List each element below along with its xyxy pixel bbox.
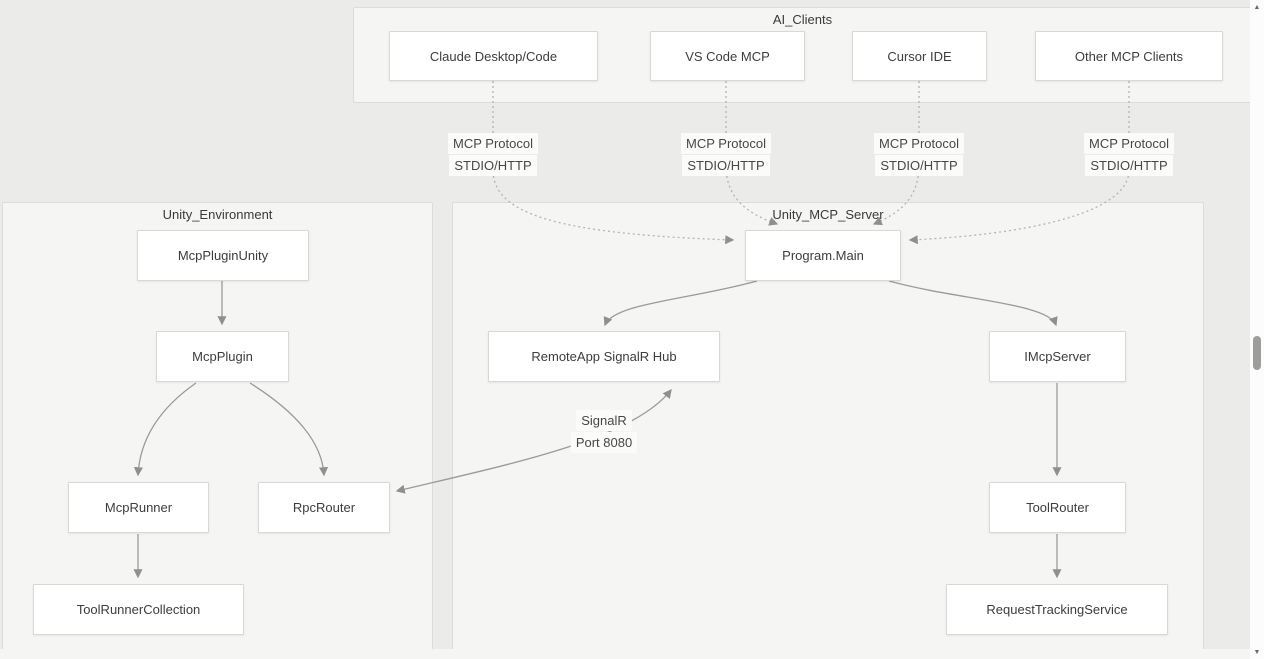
edge-label-signalr-port: SignalR Port 8080 xyxy=(570,410,638,453)
edge-rpcrouter-signalr-remotehub xyxy=(395,388,672,494)
node-label: McpPlugin xyxy=(192,349,253,364)
node-claude-desktop-code: Claude Desktop/Code xyxy=(389,31,598,81)
edge-mcpplugin-to-rpcrouter xyxy=(249,382,329,477)
edge-label-mcp-protocol-4: MCP Protocol STDIO/HTTP xyxy=(1084,133,1174,176)
node-label: Other MCP Clients xyxy=(1074,48,1184,64)
edge-claude-to-programmain xyxy=(492,81,735,245)
node-rpcrouter: RpcRouter xyxy=(258,482,390,533)
diagram-bottom-strip xyxy=(0,649,1250,659)
edge-programmain-to-remotehub xyxy=(603,280,758,327)
edge-label-mcp-protocol-1: MCP Protocol STDIO/HTTP xyxy=(448,133,538,176)
edge-label-line: MCP Protocol xyxy=(874,133,964,154)
node-remoteapp-signalr-hub: RemoteApp SignalR Hub xyxy=(488,331,720,382)
edge-label-line: MCP Protocol xyxy=(448,133,538,154)
edge-label-line: STDIO/HTTP xyxy=(449,155,537,176)
node-label: RpcRouter xyxy=(292,500,356,515)
node-toolrouter: ToolRouter xyxy=(989,482,1126,533)
edge-label-line: STDIO/HTTP xyxy=(1085,155,1173,176)
node-label: McpRunner xyxy=(104,500,173,515)
edge-label-line: STDIO/HTTP xyxy=(682,155,770,176)
node-label: ToolRouter xyxy=(1026,500,1089,515)
node-label: Claude Desktop/Code xyxy=(429,48,558,64)
node-label: Cursor IDE xyxy=(887,48,952,64)
node-label: VS Code MCP xyxy=(685,48,770,64)
node-program-main: Program.Main xyxy=(745,230,901,281)
node-mcprunner: McpRunner xyxy=(68,482,209,533)
node-label: Program.Main xyxy=(782,248,864,263)
edge-label-mcp-protocol-2: MCP Protocol STDIO/HTTP xyxy=(681,133,771,176)
edge-label-line: MCP Protocol xyxy=(681,133,771,154)
edge-other-to-programmain xyxy=(908,81,1130,245)
node-mcpplugin: McpPlugin xyxy=(156,331,289,382)
edge-label-line: MCP Protocol xyxy=(1084,133,1174,154)
node-label: McpPluginUnity xyxy=(177,248,269,263)
edge-mcpplugin-to-mcprunner xyxy=(133,382,197,477)
scroll-up-icon[interactable]: ▲ xyxy=(1253,3,1261,11)
node-label: RequestTrackingService xyxy=(986,602,1128,617)
container-title-unity-mcp-server: Unity_MCP_Server xyxy=(772,207,884,222)
scrollbar-thumb[interactable] xyxy=(1253,336,1261,370)
node-cursor-ide: Cursor IDE xyxy=(852,31,987,81)
node-label: RemoteApp SignalR Hub xyxy=(531,349,677,364)
container-title-ai-clients: AI_Clients xyxy=(772,12,833,27)
node-mcppluginunity: McpPluginUnity xyxy=(137,230,309,281)
vertical-scrollbar[interactable]: ▲ ▼ xyxy=(1250,0,1264,659)
edge-label-line: SignalR xyxy=(576,410,632,431)
node-imcpserver: IMcpServer xyxy=(989,331,1126,382)
edge-label-mcp-protocol-3: MCP Protocol STDIO/HTTP xyxy=(874,133,964,176)
node-toolrunnercollection: ToolRunnerCollection xyxy=(33,584,244,635)
edge-label-line: Port 8080 xyxy=(570,432,638,453)
edge-programmain-to-imcpserver xyxy=(888,280,1058,327)
node-label: IMcpServer xyxy=(1024,349,1091,364)
node-vs-code-mcp: VS Code MCP xyxy=(650,31,805,81)
edge-label-line: STDIO/HTTP xyxy=(875,155,963,176)
node-requesttrackingservice: RequestTrackingService xyxy=(946,584,1168,635)
container-title-unity-environment: Unity_Environment xyxy=(162,207,273,222)
node-other-mcp-clients: Other MCP Clients xyxy=(1035,31,1223,81)
node-label: ToolRunnerCollection xyxy=(76,602,201,617)
scroll-down-icon[interactable]: ▼ xyxy=(1253,648,1261,656)
